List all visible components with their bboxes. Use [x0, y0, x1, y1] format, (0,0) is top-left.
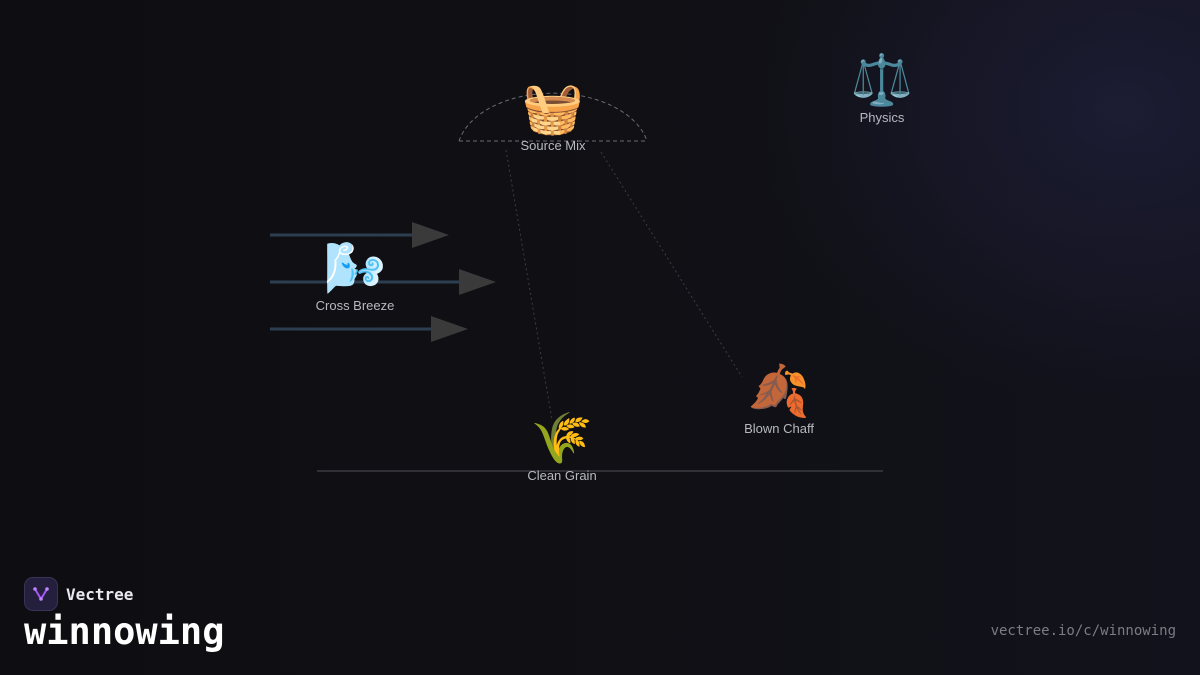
brand: Vectree [24, 577, 133, 611]
wind-arrow-3 [270, 316, 468, 342]
node-source-mix: 🧺 Source Mix [520, 80, 585, 153]
chaff-trajectory [600, 151, 743, 378]
vectree-logo-icon [24, 577, 58, 611]
node-clean-grain: 🌾 Clean Grain [527, 410, 596, 483]
node-cross-breeze: 🌬️ Cross Breeze [316, 240, 395, 313]
node-physics: ⚖️ Physics [851, 52, 913, 125]
wind-arrow-1 [270, 222, 449, 248]
grain-trajectory [505, 149, 553, 421]
brand-name: Vectree [66, 584, 134, 604]
source-bowl-arc [458, 92, 648, 142]
cross-breeze-label: Cross Breeze [315, 298, 395, 313]
clean-grain-label: Clean Grain [527, 468, 597, 483]
fallen-leaves-icon: 🍂 [747, 362, 811, 420]
sheaf-of-rice-icon: 🌾 [530, 409, 594, 467]
source-url[interactable]: vectree.io/c/winnowing [990, 623, 1176, 639]
page-title: winnowing [24, 610, 225, 653]
wind-arrow-2 [270, 269, 496, 295]
basket-icon: 🧺 [521, 79, 585, 137]
wind-face-icon: 🌬️ [323, 239, 387, 297]
source-mix-label: Source Mix [520, 138, 586, 153]
physics-label: Physics [859, 110, 905, 125]
balance-scale-icon: ⚖️ [850, 51, 914, 109]
node-blown-chaff: 🍂 Blown Chaff [744, 363, 814, 436]
blown-chaff-label: Blown Chaff [744, 421, 814, 436]
